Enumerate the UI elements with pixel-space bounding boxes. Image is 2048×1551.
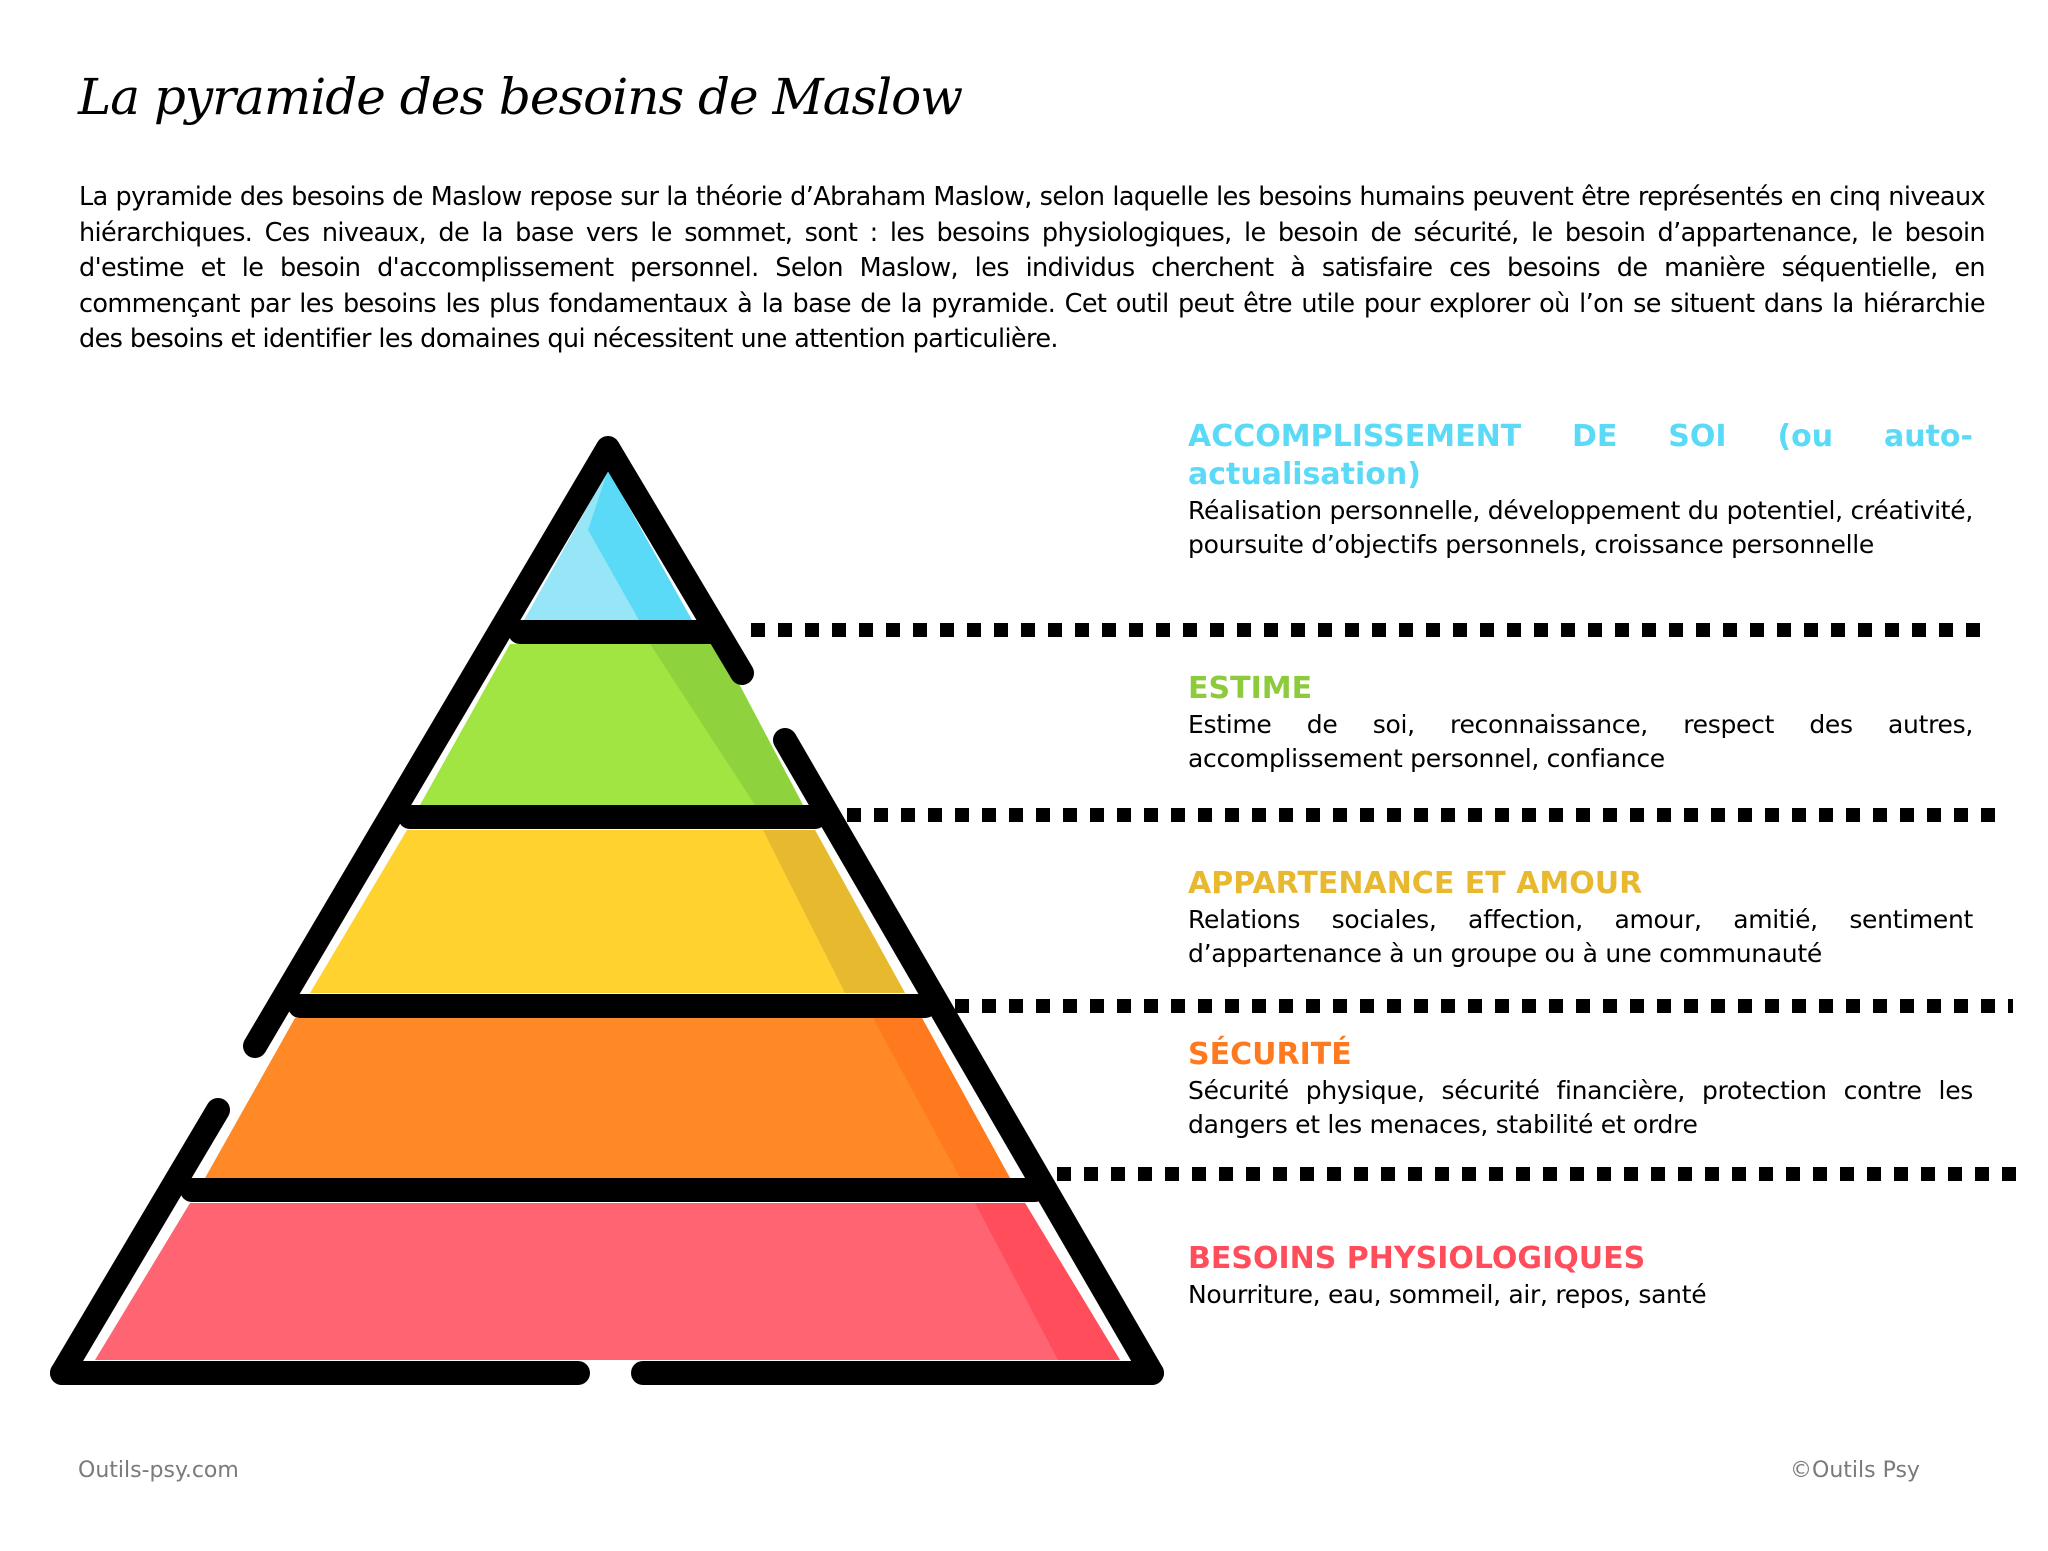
level-estime: ESTIME Estime de soi, reconnaissance, re… bbox=[1188, 670, 1973, 776]
footer-site-link[interactable]: Outils-psy.com bbox=[78, 1458, 239, 1483]
level-heading: SÉCURITÉ bbox=[1188, 1037, 1352, 1072]
level-description: Nourriture, eau, sommeil, air, repos, sa… bbox=[1188, 1280, 1707, 1309]
dotted-separator-1 bbox=[751, 623, 1991, 637]
level-heading: ESTIME bbox=[1188, 671, 1313, 706]
level-description: Sécurité physique, sécurité financière, … bbox=[1188, 1076, 1973, 1139]
intro-paragraph: La pyramide des besoins de Maslow repose… bbox=[79, 182, 1986, 354]
pyramid-level-estime bbox=[420, 644, 803, 805]
level-description: Relations sociales, affection, amour, am… bbox=[1188, 905, 1973, 968]
dotted-separator-2 bbox=[847, 808, 2005, 822]
page-title: La pyramide des besoins de Maslow bbox=[78, 68, 963, 126]
level-description: Réalisation personnelle, développement d… bbox=[1188, 496, 1973, 559]
level-accomplissement: ACCOMPLISSEMENT DE SOI (ou auto-actualis… bbox=[1188, 418, 1973, 562]
pyramid-level-accomplissement bbox=[523, 470, 693, 622]
pyramid-level-physiologiques bbox=[95, 1203, 1120, 1360]
footer-copyright: ©Outils Psy bbox=[1790, 1458, 1920, 1483]
level-securite: SÉCURITÉ Sécurité physique, sécurité fin… bbox=[1188, 1036, 1973, 1142]
level-heading: BESOINS PHYSIOLOGIQUES bbox=[1188, 1241, 1646, 1276]
pyramid-outline bbox=[50, 436, 1164, 1385]
dotted-separator-3 bbox=[955, 999, 2013, 1013]
level-appartenance: APPARTENANCE ET AMOUR Relations sociales… bbox=[1188, 865, 1973, 971]
level-heading: APPARTENANCE ET AMOUR bbox=[1188, 866, 1643, 901]
pyramid-level-securite bbox=[205, 1018, 1010, 1178]
maslow-pyramid-illustration bbox=[50, 436, 1164, 1385]
dotted-separator-4 bbox=[1057, 1167, 2021, 1181]
level-description: Estime de soi, reconnaissance, respect d… bbox=[1188, 710, 1973, 773]
level-physiologiques: BESOINS PHYSIOLOGIQUES Nourriture, eau, … bbox=[1188, 1240, 1973, 1312]
level-heading: ACCOMPLISSEMENT DE SOI (ou auto-actualis… bbox=[1188, 419, 1973, 492]
pyramid-level-appartenance bbox=[310, 830, 905, 993]
